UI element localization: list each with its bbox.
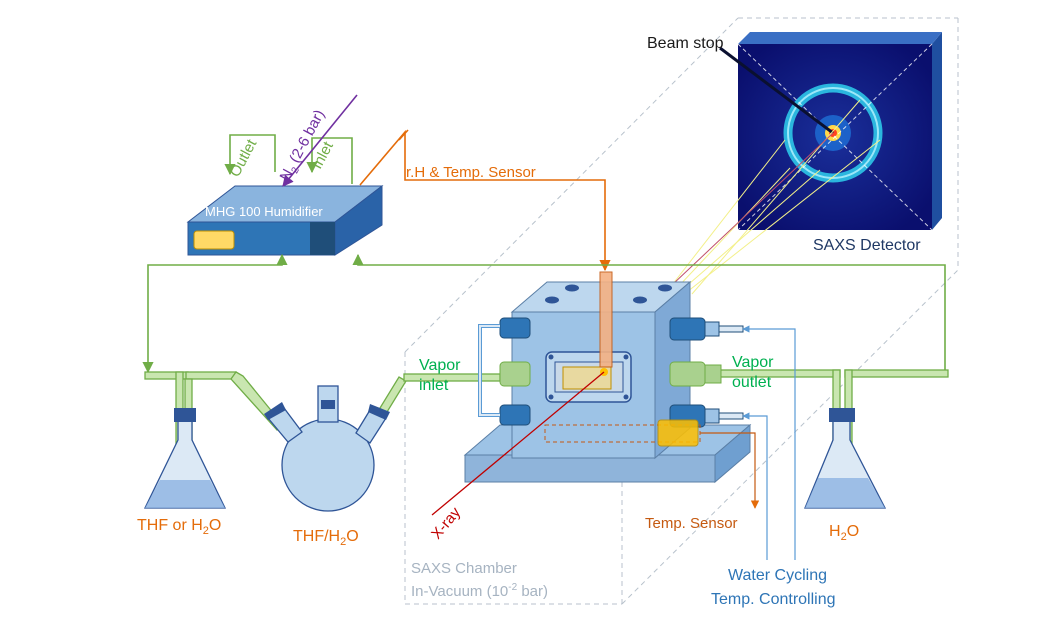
rh-sensor-label: r.H & Temp. Sensor [406, 164, 536, 181]
chamber-label-line1: SAXS Chamber [411, 560, 517, 577]
saxs-detector [719, 32, 942, 231]
temp-sensor-label: Temp. Sensor [645, 515, 738, 532]
flask-right [804, 408, 887, 509]
flask-left [143, 408, 227, 509]
saxs-detector-label: SAXS Detector [813, 237, 921, 254]
water-cycling-label: Water Cycling [728, 567, 827, 584]
xray-label: X-ray [428, 504, 464, 543]
outlet-label: Outlet [227, 136, 261, 180]
saxs-chamber [463, 271, 752, 484]
h2o-label: H2O [829, 523, 859, 543]
scatter-beams [671, 99, 881, 295]
chamber-label-line2: In-Vacuum (10-2 bar) [411, 582, 548, 600]
projection-lines [404, 17, 959, 605]
water-lines [700, 325, 796, 560]
gas-lines [142, 253, 946, 374]
humidifier [186, 184, 384, 256]
flask-round [264, 385, 390, 512]
thf-h2o-label: THF/H2O [293, 528, 359, 548]
thf-or-h2o-label: THF or H2O [137, 517, 221, 537]
temp-controlling-label: Temp. Controlling [711, 591, 836, 608]
xray-beam [431, 371, 605, 516]
humidifier-lines [224, 94, 611, 272]
beam-stop-label: Beam stop [647, 35, 724, 52]
humidifier-label: MHG 100 Humidifier [205, 204, 323, 219]
